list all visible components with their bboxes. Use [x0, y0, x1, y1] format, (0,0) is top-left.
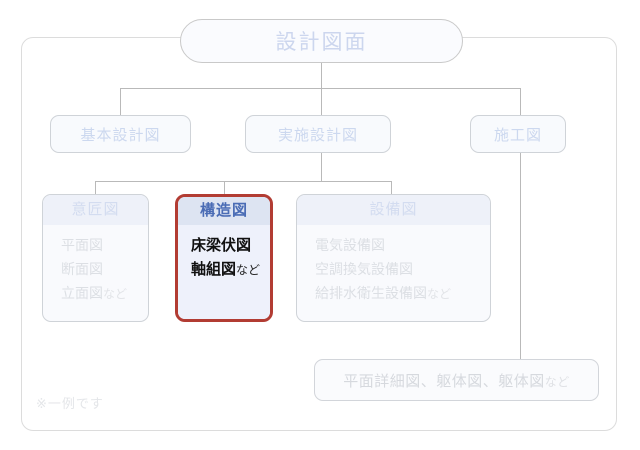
card-facility-drawing-setsubi[interactable]: 設備図 電気設備図 空調換気設備図 給排水衛生設備図など	[296, 194, 491, 322]
item-text: 給排水衛生設備図	[315, 284, 427, 301]
list-item: 電気設備図	[315, 237, 490, 254]
connector-sekou-to-bottom	[520, 153, 521, 359]
list-item: 給排水衛生設備図など	[315, 285, 490, 302]
card-isho-header: 意匠図	[43, 195, 148, 225]
card-setsubi-body: 電気設備図 空調換気設備図 給排水衛生設備図など	[297, 225, 490, 321]
node-basic-design-drawing-label: 基本設計図	[80, 126, 161, 144]
node-detail-drawings-label: 平面詳細図、躯体図、躯体図など	[343, 370, 570, 391]
item-text: 電気設備図	[315, 237, 385, 253]
node-detail-drawings-suffix: など	[544, 374, 570, 389]
footnote-note: ※一例です	[36, 396, 104, 411]
card-design-drawing-isho[interactable]: 意匠図 平面図 断面図 立面図など	[42, 194, 149, 322]
connector-bus-to-isho	[95, 181, 96, 195]
item-text: 軸組図	[191, 261, 237, 279]
list-item: 空調換気設備図	[315, 261, 490, 278]
node-construction-drawing-label: 施工図	[493, 126, 542, 144]
connector-jisshi-down	[321, 153, 322, 181]
connector-root-down	[321, 63, 322, 88]
connector-bus-to-kihon	[120, 88, 121, 115]
node-root-label: 設計図面	[275, 31, 368, 54]
item-text: 平面図	[61, 237, 103, 253]
card-setsubi-header: 設備図	[297, 195, 490, 225]
card-kouzou-header: 構造図	[178, 197, 270, 225]
node-construction-drawing[interactable]: 施工図	[470, 115, 566, 153]
item-text: 立面図	[61, 284, 103, 301]
connector-level2-bus	[120, 88, 521, 89]
connector-bus-to-jisshi	[321, 88, 322, 115]
list-item: 軸組図など	[191, 261, 270, 278]
node-basic-design-drawing[interactable]: 基本設計図	[50, 115, 191, 153]
card-isho-body: 平面図 断面図 立面図など	[43, 225, 148, 321]
connector-bus-to-setsubi	[391, 181, 392, 195]
card-kouzou-body: 床梁伏図 軸組図など	[178, 225, 270, 319]
list-item: 立面図など	[61, 285, 148, 302]
list-item: 床梁伏図	[191, 237, 270, 254]
connector-level3-bus	[95, 181, 391, 182]
node-detail-drawings[interactable]: 平面詳細図、躯体図、躯体図など	[314, 359, 599, 401]
list-item: 断面図	[61, 261, 148, 278]
connector-bus-to-sekou	[520, 88, 521, 115]
item-suffix: など	[427, 286, 452, 301]
item-text: 空調換気設備図	[315, 260, 413, 277]
node-detail-drawings-text: 平面詳細図、躯体図、躯体図	[343, 372, 545, 390]
item-suffix: など	[236, 263, 261, 278]
node-root-design-drawings[interactable]: 設計図面	[180, 19, 463, 63]
node-execution-design-drawing-label: 実施設計図	[277, 126, 358, 144]
item-text: 断面図	[61, 260, 103, 277]
node-execution-design-drawing[interactable]: 実施設計図	[245, 115, 391, 153]
connector-bus-to-kouzou	[224, 181, 225, 195]
list-item: 平面図	[61, 237, 148, 254]
card-structural-drawing-kouzou[interactable]: 構造図 床梁伏図 軸組図など	[175, 194, 273, 322]
item-text: 床梁伏図	[191, 237, 252, 254]
item-suffix: など	[103, 286, 128, 301]
